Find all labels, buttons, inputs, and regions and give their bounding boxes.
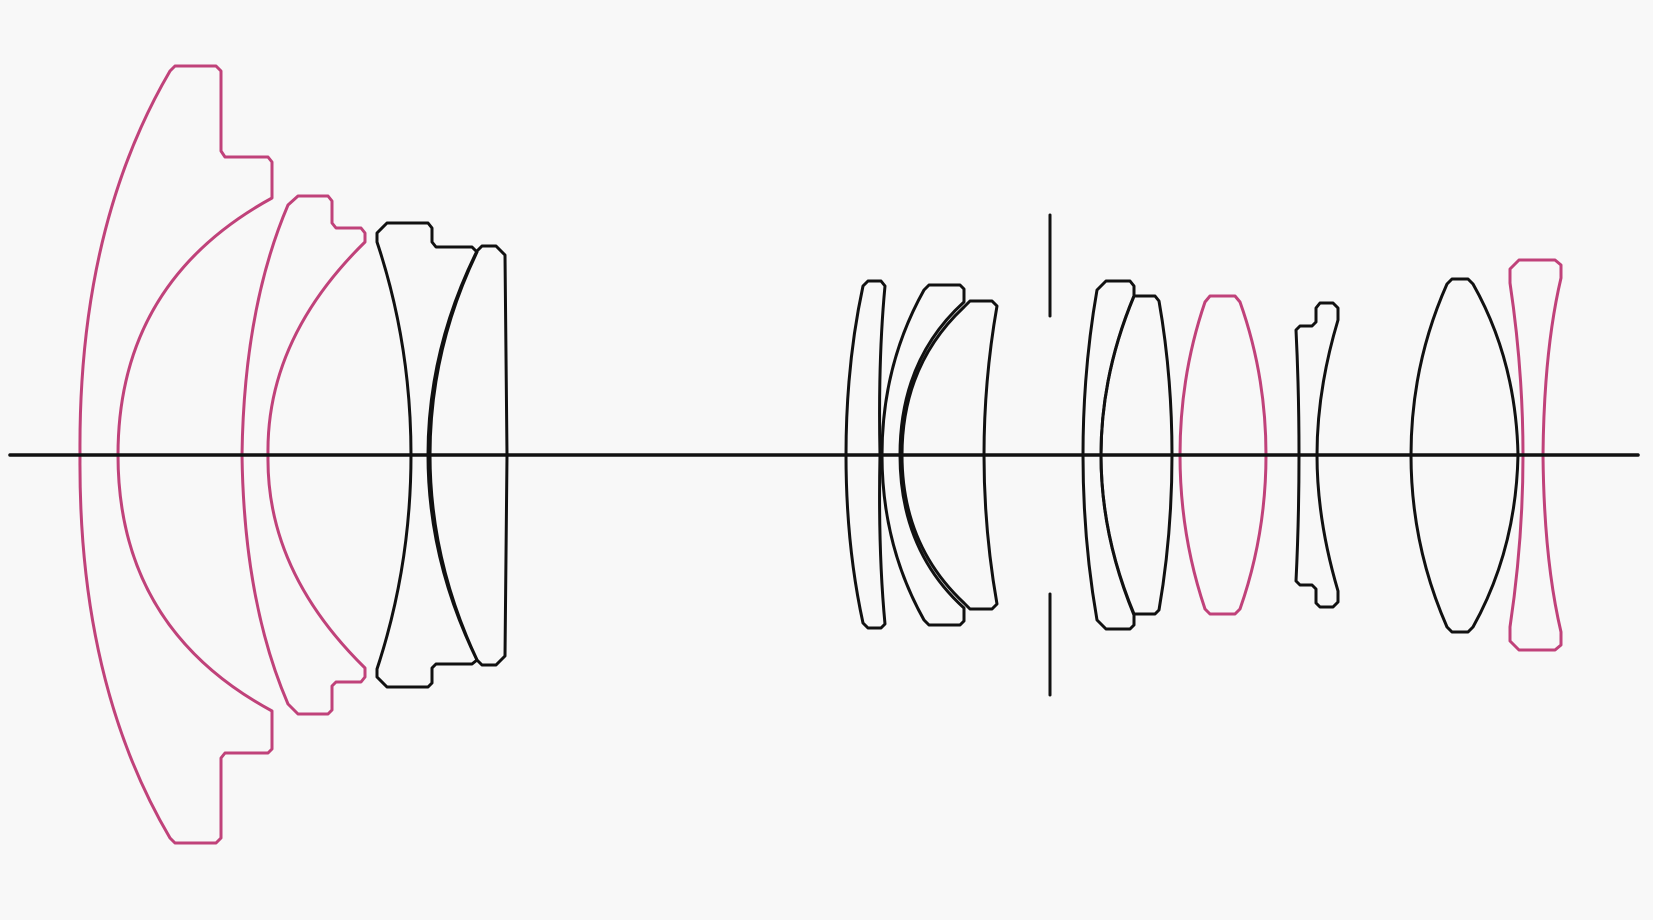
lens-element-11	[1294, 301, 1340, 609]
lens-element-2	[240, 194, 367, 716]
lens-elements	[78, 64, 1563, 845]
lens-element-9	[1099, 294, 1174, 616]
lens-element-1	[78, 64, 274, 845]
lens-element-13	[1508, 258, 1563, 652]
lens-element-10	[1178, 294, 1268, 616]
lens-element-4	[426, 244, 509, 667]
lens-element-7	[900, 299, 999, 611]
lens-element-12	[1409, 277, 1520, 634]
lens-element-6	[880, 283, 966, 627]
lens-element-5	[844, 279, 887, 630]
